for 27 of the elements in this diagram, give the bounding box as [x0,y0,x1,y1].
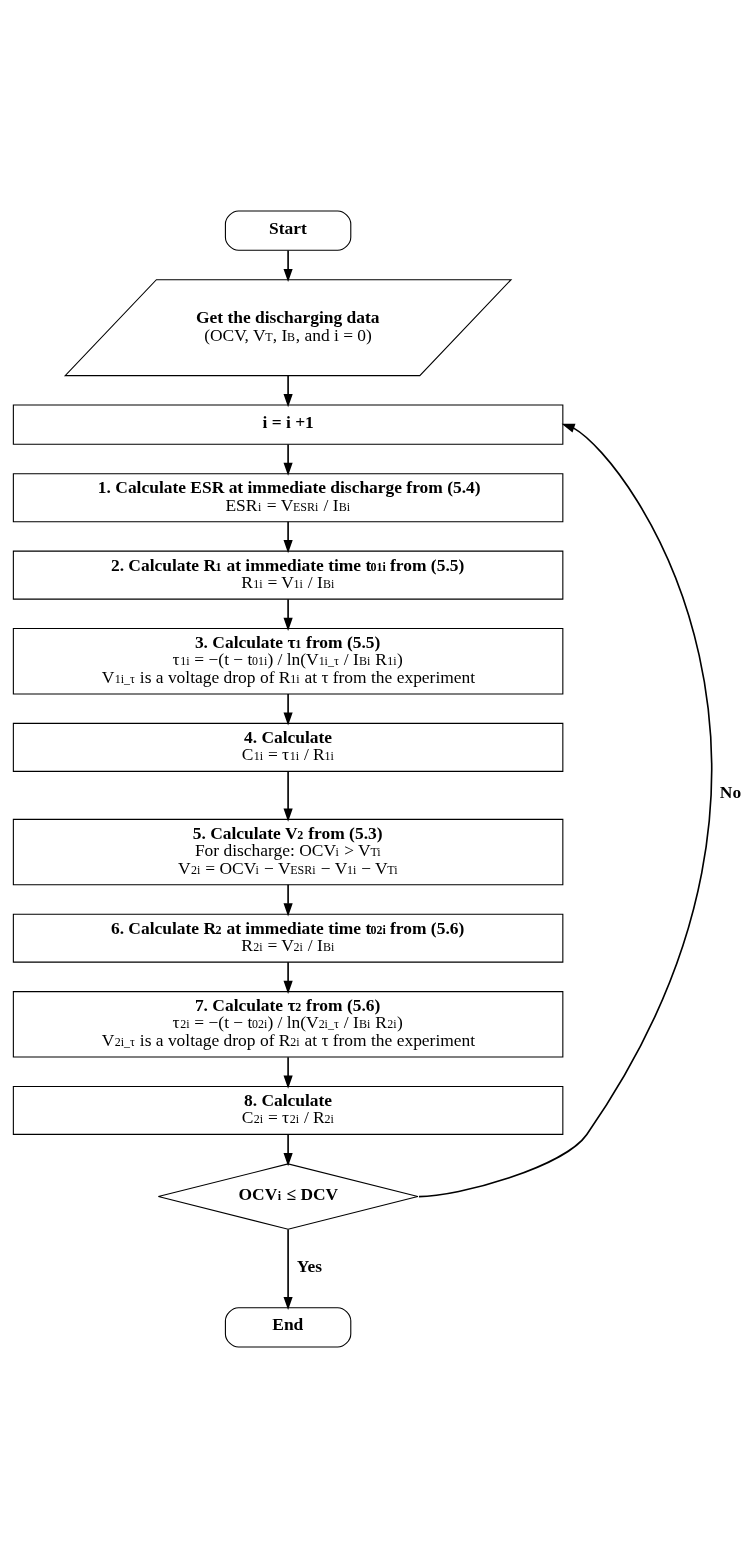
node-box: 4. Calculate C1i = τ1i / R1i [12,722,563,772]
arrow [417,423,712,1198]
arrow [283,693,293,726]
arrow [283,375,293,408]
node-box: 8. Calculate C2i = τ2i / R2i [12,1085,563,1135]
arrow [283,770,293,822]
node-box: 3. Calculate τ1 from (5.5) τ1i = −(t − t01i) / ln(V1i_τ / IBi R1i) V1i_τ is a voltage drop of R1i at τ from the experiment [12,628,563,695]
arrow [283,249,293,283]
arrow [283,1133,293,1167]
arrow [283,961,293,994]
arrow [283,598,293,631]
arrow [283,1056,293,1089]
arrow [283,884,293,917]
node-box: 1. Calculate ESR at immediate discharge from (5.4) ESRi = VESRi / IBi [12,473,563,523]
node-box: i = i +1 [12,404,563,445]
node-box: 6. Calculate R2 at immediate time t02i from (5.6) R2i = V2i / IBi [12,913,563,963]
arrow [283,1228,293,1311]
node-diamond: OCVi ≤ DCV [157,1163,418,1230]
node-box: 2. Calculate R1 at immediate time t01i from (5.5) R1i = V1i / IBi [12,550,563,600]
node-box: End [224,1307,351,1348]
edge-label: Yes [296,1255,322,1276]
arrow [283,443,293,476]
node-box: 5. Calculate V2 from (5.3) For discharge: OCVi > VTi V2i = OCVi − VESRi − V1i − VTi [12,818,563,886]
edge-label: No [719,782,741,803]
arrow [283,520,293,554]
node-box: Start [224,210,351,251]
node-box: 7. Calculate τ2 from (5.6) τ2i = −(t − t02i) / ln(V2i_τ / IBi R2i) V2i_τ is a voltage drop of R2i at τ from the experiment [12,991,563,1058]
